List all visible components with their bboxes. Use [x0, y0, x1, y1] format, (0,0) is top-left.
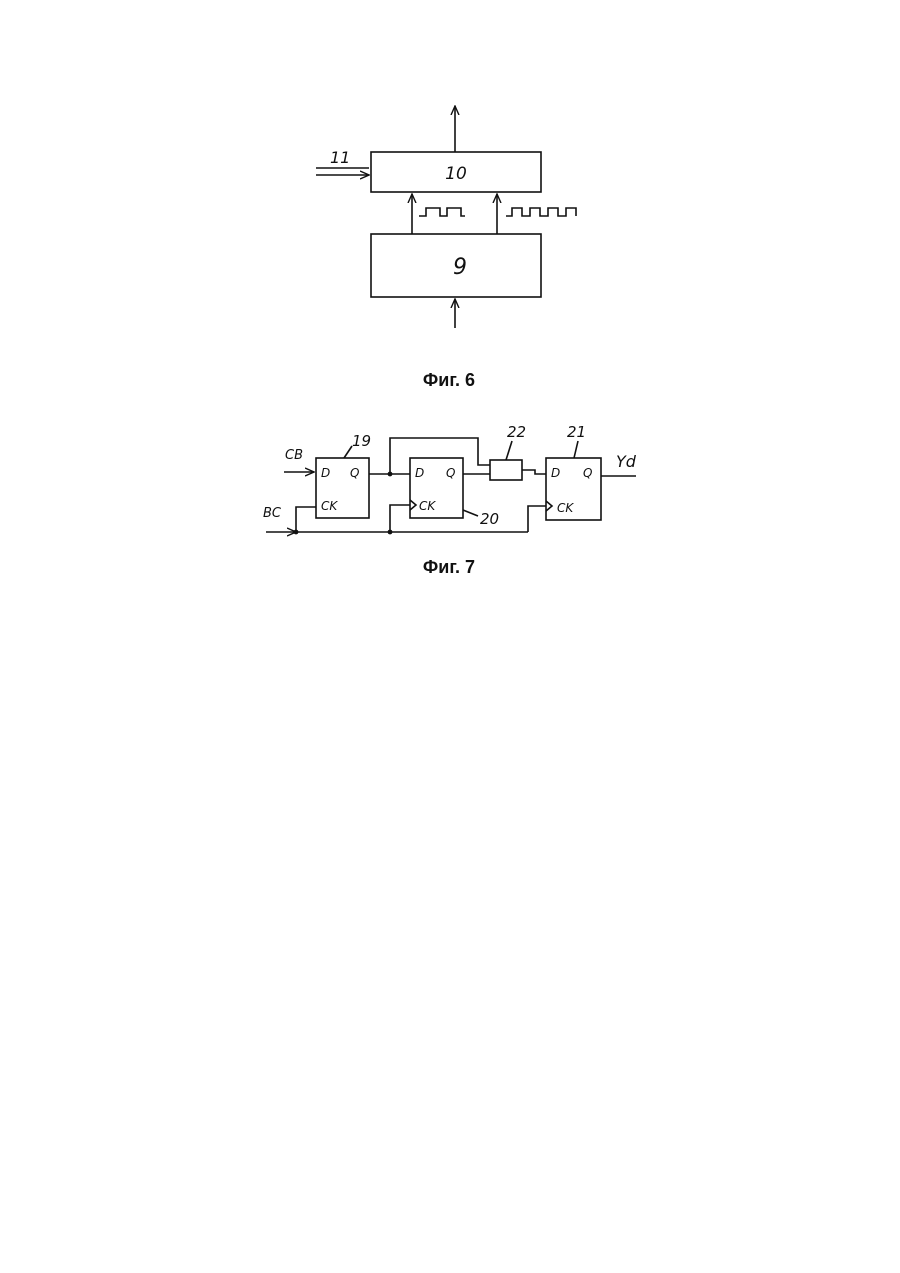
junction-clock-b — [388, 530, 393, 535]
junction-clock-a — [294, 530, 299, 535]
flipflop-21-leader — [574, 441, 578, 458]
element-22-ref: 22 — [507, 423, 526, 441]
flipflop-21-clock-triangle — [546, 501, 552, 511]
clock-to-21 — [528, 506, 546, 532]
element-22-leader — [506, 441, 512, 460]
clock-to-19 — [296, 507, 316, 532]
input-bc-label: BC — [263, 506, 282, 521]
flipflop-21-ck-pin: CK — [557, 501, 574, 515]
flipflop-20-clock-triangle — [410, 500, 416, 510]
figure-7: D Q CK 19 D Q CK 20 22 D Q CK 21 CB BC — [263, 423, 637, 577]
flipflop-21-q-pin: Q — [583, 466, 592, 480]
flipflop-20-d-pin: D — [415, 466, 424, 480]
input-cb-label: CB — [285, 448, 303, 463]
flipflop-20-leader — [463, 510, 478, 516]
flipflop-19-ck-pin: CK — [321, 499, 338, 513]
pulse-waveform-fast — [506, 208, 576, 216]
wire-22-to-d21 — [522, 470, 546, 474]
figure-6-caption: Фиг. 6 — [423, 370, 475, 390]
flipflop-21-ref: 21 — [567, 423, 586, 441]
clock-to-20 — [390, 505, 410, 532]
pulse-waveform-slow — [419, 208, 465, 216]
flipflop-20-ck-pin: CK — [419, 499, 436, 513]
block-9-label: 9 — [453, 255, 467, 280]
wire-q19-to-22 — [390, 438, 490, 474]
element-22 — [490, 460, 522, 480]
figure-7-caption: Фиг. 7 — [423, 557, 475, 577]
flipflop-19-ref: 19 — [352, 432, 371, 450]
flipflop-20-ref: 20 — [480, 510, 499, 528]
flipflop-20-q-pin: Q — [446, 466, 455, 480]
flipflop-21-d-pin: D — [551, 466, 560, 480]
flipflop-19-leader — [344, 446, 352, 458]
block-10-label: 10 — [445, 164, 467, 184]
flipflop-19-q-pin: Q — [350, 466, 359, 480]
output-yd-label: Yd — [616, 452, 637, 471]
input-11-label: 11 — [330, 148, 350, 167]
figure-6: 10 11 9 Фиг. 6 — [316, 106, 576, 390]
flipflop-19-d-pin: D — [321, 466, 330, 480]
